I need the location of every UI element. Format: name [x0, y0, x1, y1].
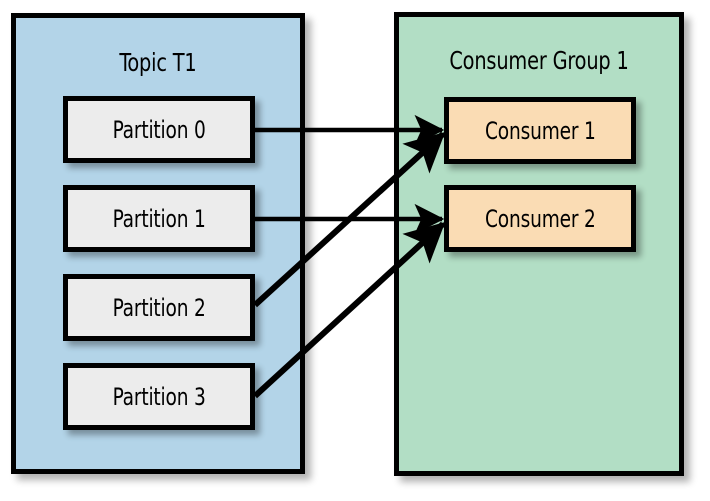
partition-label-2: Partition 2	[112, 293, 206, 322]
partition-label-0: Partition 0	[112, 115, 206, 144]
partition-label-1: Partition 1	[112, 204, 206, 233]
partition-node-2[interactable]: Partition 2	[63, 274, 255, 341]
topic-panel-title: Topic T1	[119, 48, 197, 77]
partition-label-3: Partition 3	[112, 382, 206, 411]
partition-node-0[interactable]: Partition 0	[63, 96, 255, 163]
consumer-label-2: Consumer 2	[484, 204, 596, 233]
partition-node-3[interactable]: Partition 3	[63, 363, 255, 430]
consumer-node-1[interactable]: Consumer 1	[444, 97, 636, 164]
consumer-group-panel-title: Consumer Group 1	[449, 46, 629, 75]
consumer-node-2[interactable]: Consumer 2	[444, 185, 636, 252]
consumer-label-1: Consumer 1	[484, 116, 596, 145]
partition-node-1[interactable]: Partition 1	[63, 185, 255, 252]
